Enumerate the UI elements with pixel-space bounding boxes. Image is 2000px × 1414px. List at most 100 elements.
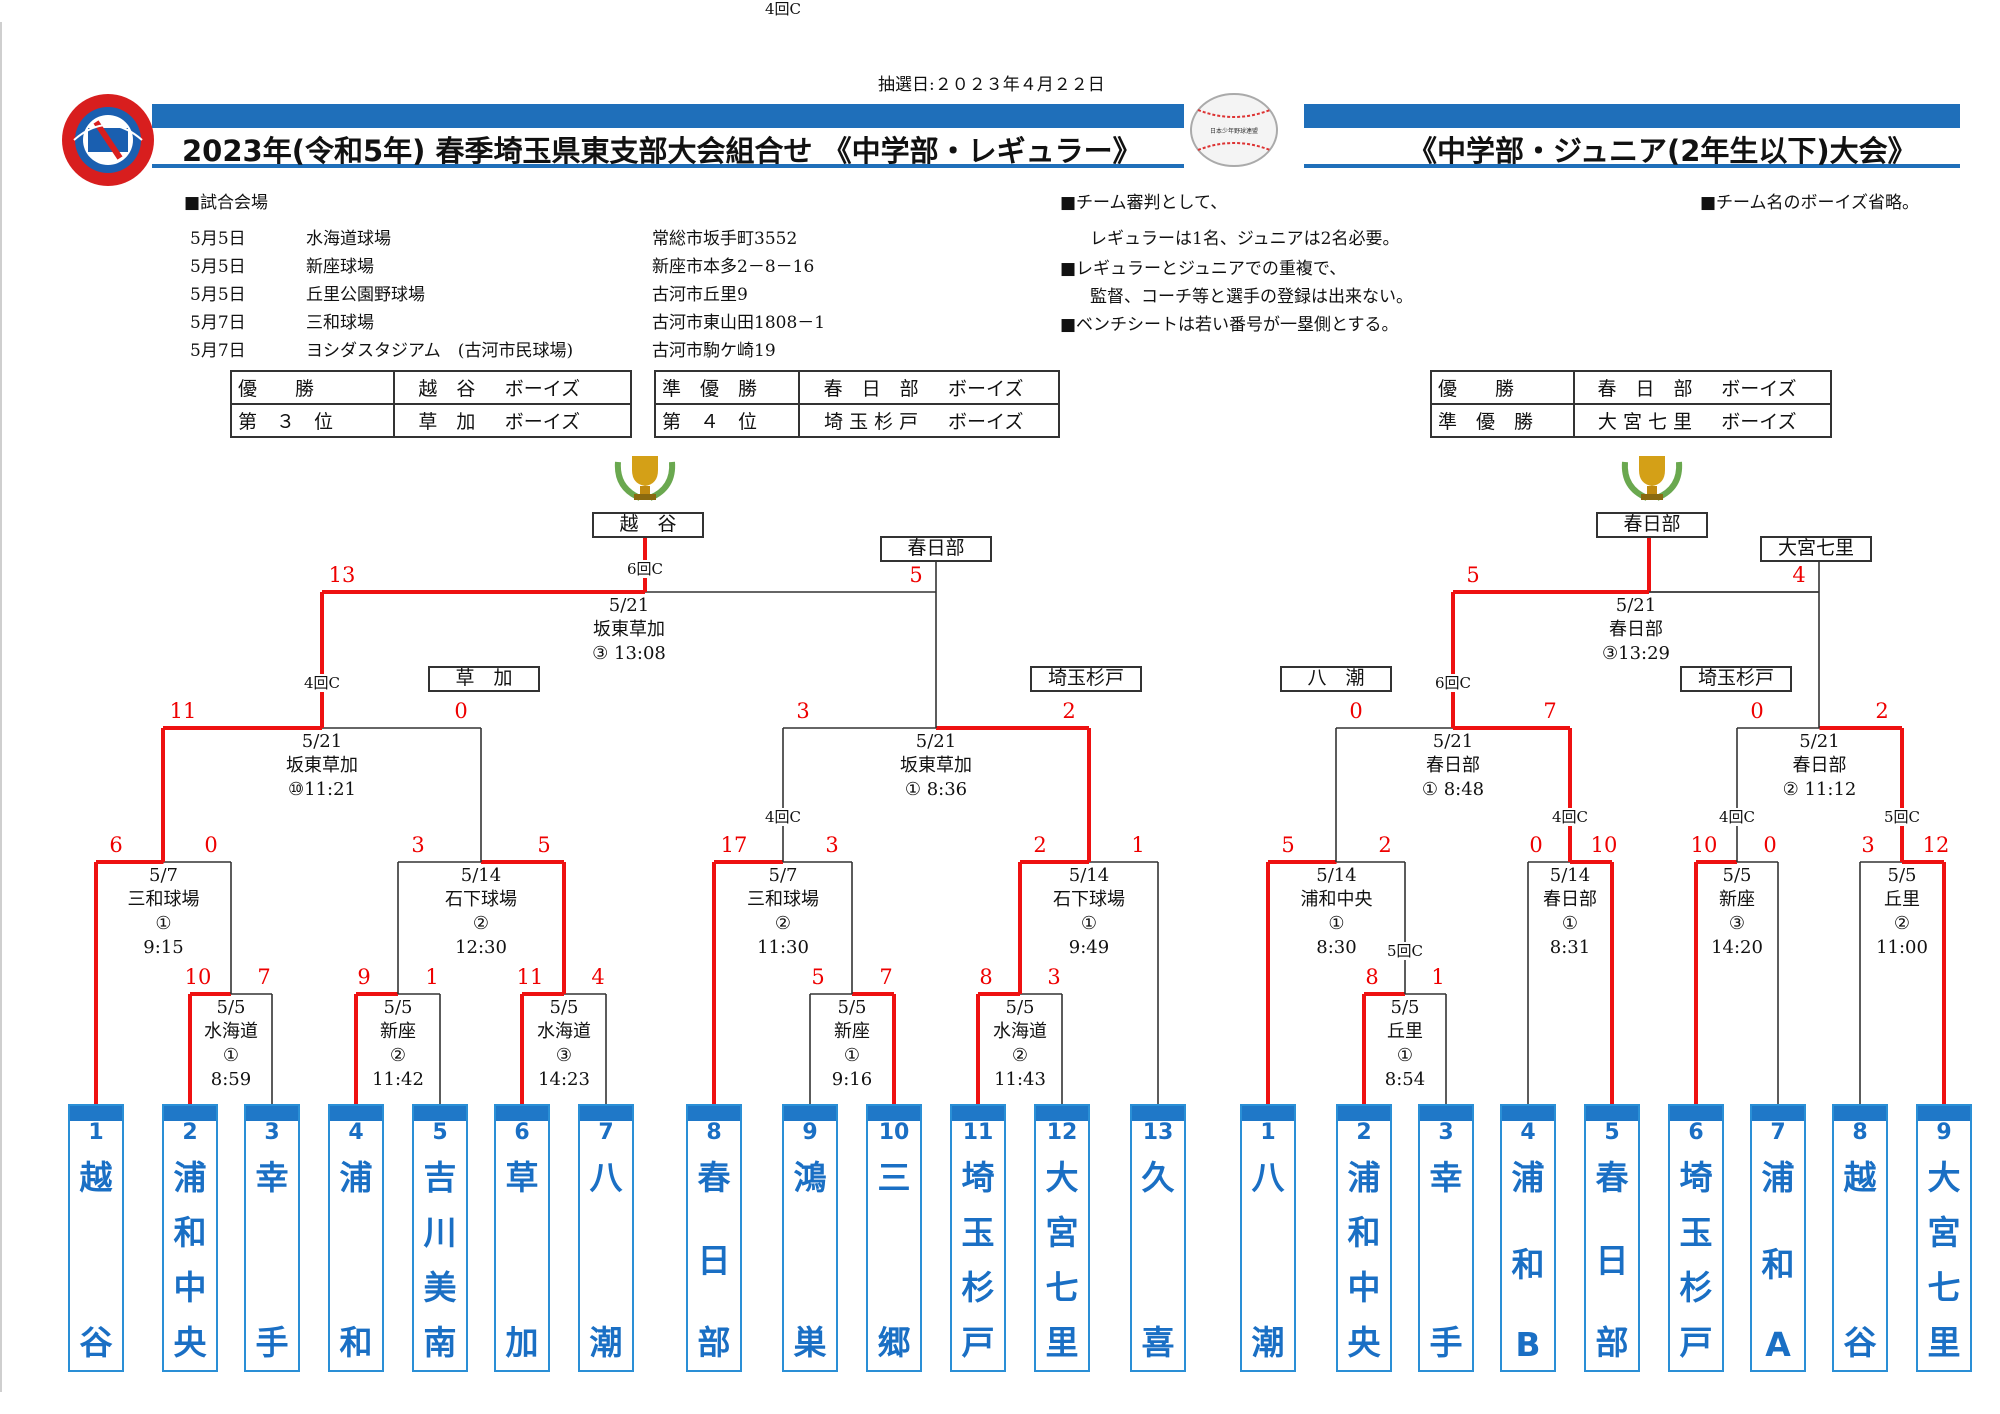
- team-name: 幸手: [246, 1151, 298, 1364]
- baseball-icon: 日本少年野球連盟: [1190, 93, 1278, 167]
- team-number: 6: [514, 1120, 530, 1145]
- team-name-char: 宮: [1045, 1213, 1079, 1252]
- regular-third-label: 草 加: [428, 666, 540, 692]
- team-name-char: 草: [505, 1158, 539, 1197]
- team-name: 八潮: [580, 1151, 632, 1364]
- match-info-line: 5/5: [383, 997, 413, 1018]
- team-name: 幸手: [1420, 1151, 1472, 1364]
- match-info-line: 5/5: [837, 997, 867, 1018]
- venue-date: 5月5日: [190, 285, 246, 305]
- team-number: 9: [802, 1120, 818, 1145]
- team-name-char: 美: [423, 1268, 457, 1307]
- match-info-line: 5/21: [1799, 731, 1840, 752]
- team-slot-cap: [1036, 1106, 1088, 1121]
- score-left: 10: [184, 965, 212, 989]
- team-number: 13: [1142, 1120, 1174, 1145]
- match-info-line: 8:59: [210, 1069, 252, 1090]
- team-number: 12: [1046, 1120, 1078, 1145]
- match-info-line: ① 8:48: [1421, 779, 1485, 800]
- round-note: 4回C: [301, 674, 343, 692]
- team-name-char: 埼: [961, 1158, 995, 1197]
- match-info-line: 5/5: [1887, 865, 1917, 886]
- match-info-line: 石下球場: [445, 889, 517, 910]
- team-name-char: 宮: [1927, 1213, 1961, 1252]
- score-right: 5: [909, 563, 923, 587]
- match-info-line: 12:30: [455, 937, 507, 958]
- header-underline-right: [1304, 164, 1960, 168]
- team-name-char: 川: [423, 1213, 457, 1252]
- result-rank: 準 優 勝: [1430, 403, 1575, 438]
- junior-runner-up-label: 大宮七里: [1760, 536, 1872, 562]
- team-number: 4: [1520, 1120, 1536, 1145]
- match-info-line: 坂東草加: [592, 619, 665, 640]
- score-right: 7: [879, 965, 893, 989]
- results-table-junior: 優 勝春 日 部ボーイズ 準 優 勝大 宮 七 里ボーイズ: [1430, 370, 1832, 438]
- note-umpire-detail: レギュラーは1名、ジュニアは2名必要。: [1090, 229, 1400, 249]
- team-name: 埼玉杉戸: [1670, 1151, 1722, 1364]
- venue-date: 5月5日: [190, 229, 246, 249]
- team-name: 春日部: [1586, 1151, 1638, 1364]
- team-name-char: 和: [1511, 1245, 1545, 1284]
- score-left: 5: [1466, 563, 1480, 587]
- result-row: 優 勝春 日 部ボーイズ: [1430, 370, 1832, 405]
- match-info-line: 三和球場: [747, 889, 819, 910]
- score-right: 4: [591, 965, 605, 989]
- match-info-line: ②: [1893, 913, 1911, 934]
- match-info-line: ②: [774, 913, 792, 934]
- round-note: 4回C: [762, 0, 804, 18]
- result-row: 第 ３ 位草 加ボーイズ: [229, 403, 633, 438]
- round-note: 4回C: [1549, 808, 1591, 826]
- match-info-line: 5/21: [301, 731, 343, 752]
- team-name: 草加: [496, 1151, 548, 1364]
- match-info-line: 5/21: [608, 595, 650, 616]
- round-note: 4回C: [1716, 808, 1758, 826]
- team-name: 三郷: [868, 1151, 920, 1364]
- round-note: 6回C: [624, 560, 666, 578]
- team-name-char: 浦: [1511, 1158, 1545, 1197]
- team-name: 越谷: [1834, 1151, 1886, 1364]
- regular-fourth-label: 埼玉杉戸: [1030, 666, 1142, 692]
- team-slot-cap: [1586, 1106, 1638, 1121]
- team-name-char: 幸: [255, 1158, 289, 1197]
- team-name-char: 郷: [877, 1323, 911, 1362]
- team-name-char: 春: [697, 1158, 731, 1197]
- match-info-line: 春日部: [1792, 755, 1847, 776]
- team-name-char: 七: [1927, 1268, 1961, 1307]
- match-info-line: 春日部: [1426, 755, 1480, 776]
- team-name-char: 越: [1843, 1158, 1877, 1197]
- junior-semi-loser-left-label: 八 潮: [1280, 666, 1392, 692]
- team-slot: 6 埼玉杉戸: [1668, 1104, 1724, 1372]
- score-right: 12: [1922, 833, 1950, 857]
- team-name-char: 中: [173, 1268, 207, 1307]
- score-left: 11: [169, 699, 197, 723]
- match-info-line: 9:15: [143, 937, 184, 958]
- team-number: 11: [962, 1120, 994, 1145]
- score-left: 9: [357, 965, 371, 989]
- team-name-char: 日: [1595, 1240, 1629, 1280]
- team-slot-cap: [1834, 1106, 1886, 1121]
- match-info-line: ③: [1728, 913, 1746, 934]
- team-name: 埼玉杉戸: [952, 1151, 1004, 1364]
- team-number: 6: [1688, 1120, 1704, 1145]
- score-right: 2: [1378, 833, 1392, 857]
- result-team: 越 谷: [393, 370, 499, 405]
- team-number: 3: [264, 1120, 280, 1145]
- team-name-char: 幸: [1429, 1158, 1463, 1197]
- match-info-line: 5/14: [1549, 865, 1591, 886]
- team-name-char: 部: [697, 1323, 731, 1362]
- team-slot-cap: [496, 1106, 548, 1121]
- result-suffix: ボーイズ: [942, 403, 1060, 438]
- team-name-char: 潮: [1251, 1323, 1285, 1362]
